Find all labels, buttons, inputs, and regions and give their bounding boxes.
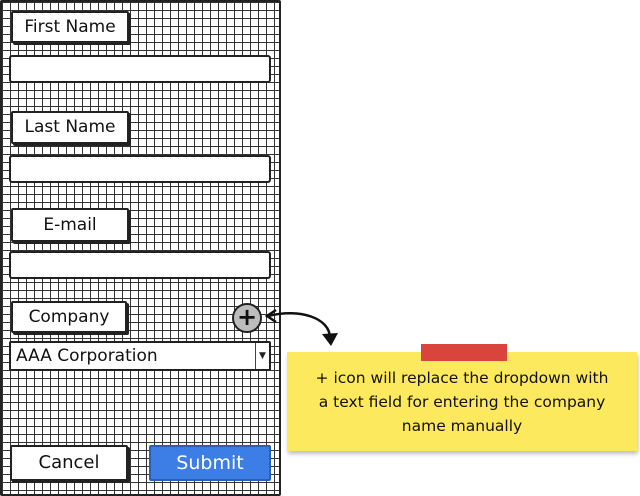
- note-line: a text field for entering the company: [318, 393, 606, 411]
- note-line: + icon will replace the dropdown with: [315, 369, 609, 387]
- company-label: Company: [11, 301, 127, 333]
- cancel-button[interactable]: Cancel: [10, 445, 128, 481]
- first-name-field[interactable]: [9, 55, 271, 83]
- sticky-note-text: + icon will replace the dropdown with a …: [287, 366, 637, 438]
- note-line: name manually: [401, 417, 523, 435]
- email-label: E-mail: [11, 208, 129, 242]
- chevron-down-icon[interactable]: ▼: [255, 343, 269, 369]
- add-company-button[interactable]: +: [232, 303, 262, 333]
- first-name-label: First Name: [11, 11, 129, 43]
- last-name-label: Last Name: [11, 111, 129, 144]
- form-panel: [0, 0, 281, 496]
- company-dropdown-value: AAA Corporation: [16, 346, 158, 366]
- sticky-note: + icon will replace the dropdown with a …: [287, 344, 637, 451]
- email-field[interactable]: [9, 251, 271, 279]
- last-name-field[interactable]: [9, 155, 271, 183]
- tape: [421, 344, 507, 361]
- company-dropdown[interactable]: AAA Corporation ▼: [9, 341, 271, 371]
- submit-button[interactable]: Submit: [149, 445, 271, 481]
- plus-icon: +: [236, 303, 258, 331]
